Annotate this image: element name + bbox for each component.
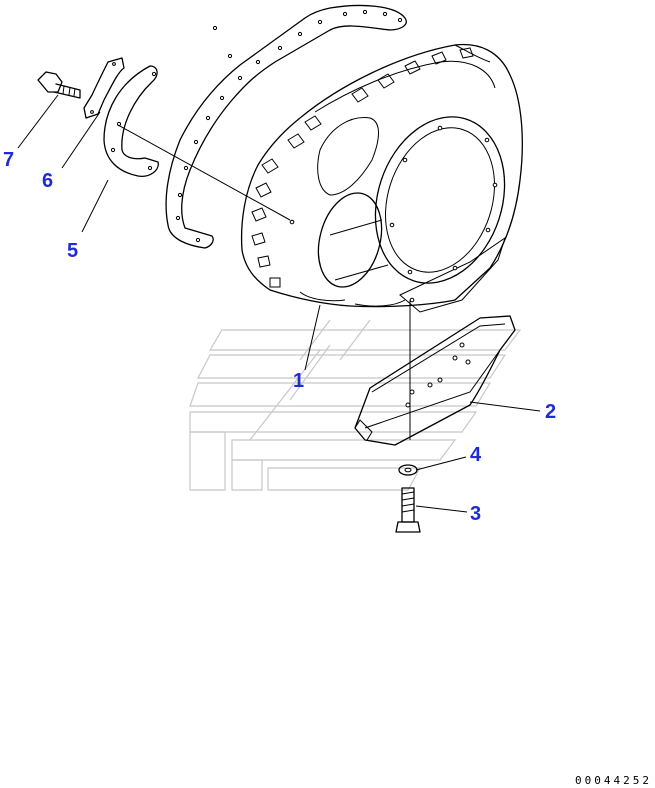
callout-3: 3 <box>470 503 481 525</box>
callout-6: 6 <box>42 170 53 192</box>
small-shim <box>83 57 125 119</box>
support-bracket <box>354 315 516 446</box>
callout-2: 2 <box>545 401 556 423</box>
leader-lines <box>17 94 541 513</box>
callout-7: 7 <box>3 149 14 171</box>
bolt <box>395 487 421 533</box>
drawing-number: 00044252 <box>575 774 652 787</box>
gasket <box>165 4 407 249</box>
callout-5: 5 <box>67 240 78 262</box>
hex-bolt <box>37 71 81 99</box>
callout-4: 4 <box>470 444 482 466</box>
washer <box>398 464 418 476</box>
shim <box>103 65 159 177</box>
flywheel-housing <box>240 43 523 313</box>
watermark-logo <box>189 319 522 491</box>
callout-1: 1 <box>293 370 304 392</box>
